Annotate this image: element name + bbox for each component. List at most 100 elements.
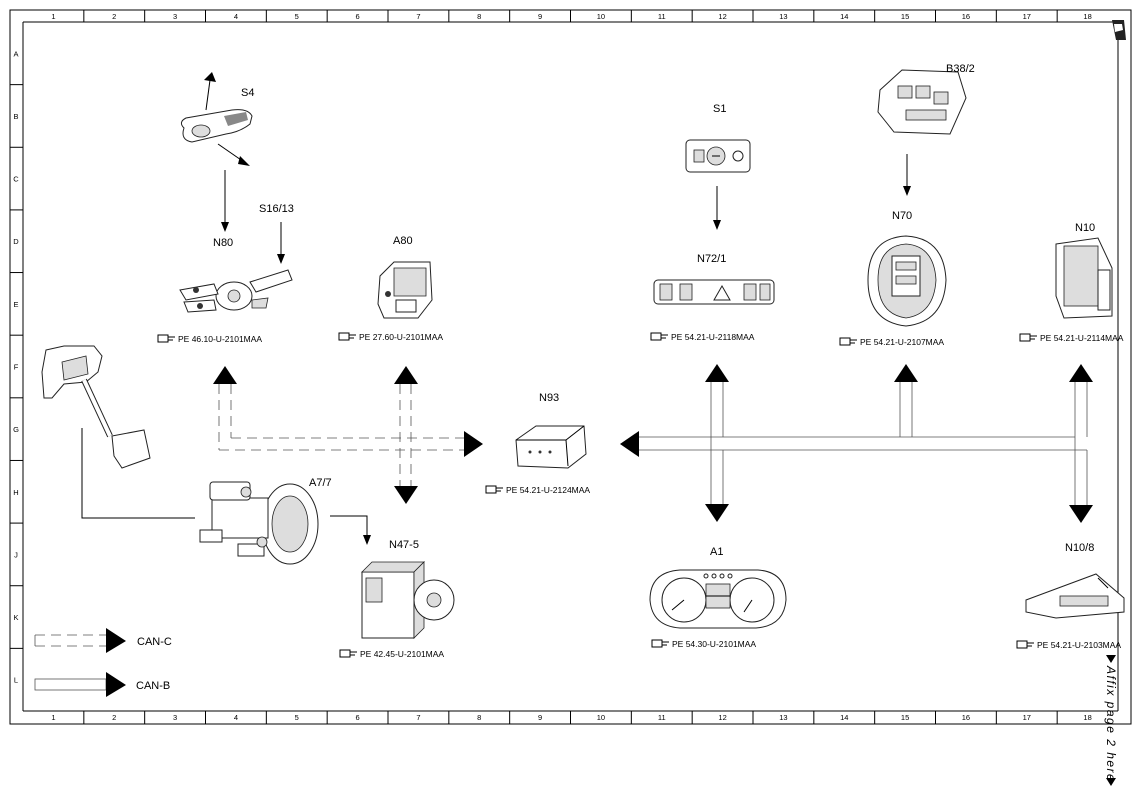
s4-combination-switch-stalk — [180, 72, 253, 166]
column-number: 15 — [901, 713, 909, 722]
drawing-frame — [9, 9, 1132, 725]
legend-can-c-label: CAN-C — [137, 636, 172, 648]
affix-note-text: Affix page 2 here — [1104, 665, 1118, 782]
b38-2-rain-light-sensor — [877, 69, 967, 135]
column-number: 4 — [234, 713, 238, 722]
column-number: 13 — [779, 12, 787, 21]
row-letter: A — [13, 49, 18, 58]
legend-can-c: CAN-C — [34, 628, 172, 653]
column-number: 17 — [1023, 12, 1031, 21]
pointing-hand-icon — [651, 639, 669, 648]
column-number: 15 — [901, 12, 909, 21]
column-number: 10 — [597, 713, 605, 722]
n70-label: N70 — [892, 210, 912, 222]
column-number: 18 — [1083, 12, 1091, 21]
n10-8-label: N10/8 — [1065, 542, 1094, 554]
n70-overhead-module — [867, 235, 947, 327]
column-number: 1 — [51, 12, 55, 21]
pointing-hand-icon — [339, 649, 357, 658]
column-number: 17 — [1023, 713, 1031, 722]
b38-2-label: B38/2 — [946, 63, 975, 75]
row-letter: B — [13, 112, 18, 121]
n93-label: N93 — [539, 392, 559, 404]
column-number: 13 — [779, 713, 787, 722]
column-number: 18 — [1083, 713, 1091, 722]
affix-note: Affix page 2 here — [1104, 655, 1118, 786]
can-b-bus — [620, 364, 1093, 523]
row-letter: K — [13, 613, 18, 622]
column-ticks: 1122334455667788991010111112121313141415… — [51, 10, 1092, 724]
row-letter: H — [13, 488, 18, 497]
pointing-hand-icon — [839, 337, 857, 346]
ref-n93[interactable]: PE 54.21-U-2124MAA — [485, 485, 590, 495]
n80-label: N80 — [213, 237, 233, 249]
ref-n47-5[interactable]: PE 42.45-U-2101MAA — [339, 649, 444, 659]
column-number: 16 — [962, 713, 970, 722]
column-number: 11 — [658, 713, 666, 722]
column-number: 8 — [477, 12, 481, 21]
signal-arrows — [81, 154, 911, 545]
row-letter: D — [13, 237, 19, 246]
n47-5-ref-text: PE 42.45-U-2101MAA — [360, 649, 444, 659]
row-letter: F — [14, 363, 19, 372]
column-number: 9 — [538, 12, 542, 21]
ref-n10-8[interactable]: PE 54.21-U-2103MAA — [1016, 640, 1121, 650]
column-number: 14 — [840, 12, 848, 21]
legend-can-b-label: CAN-B — [136, 680, 170, 692]
row-letter: J — [14, 550, 18, 559]
column-number: 4 — [234, 12, 238, 21]
legend-can-b: CAN-B — [34, 672, 170, 697]
column-number: 6 — [355, 12, 359, 21]
row-letter: C — [13, 175, 19, 184]
pointing-hand-icon — [485, 485, 503, 494]
legend: CAN-C CAN-B — [34, 628, 172, 697]
corner-marker-icon — [1112, 20, 1126, 40]
ref-a1[interactable]: PE 54.30-U-2101MAA — [651, 639, 756, 649]
n80-steering-column-module — [179, 269, 293, 313]
ref-a80[interactable]: PE 27.60-U-2101MAA — [338, 332, 443, 342]
column-number: 10 — [597, 12, 605, 21]
ref-n72-1[interactable]: PE 54.21-U-2118MAA — [650, 332, 755, 342]
column-number: 1 — [51, 713, 55, 722]
column-number: 14 — [840, 713, 848, 722]
a7-7-brake-booster — [199, 481, 319, 565]
column-number: 11 — [658, 12, 666, 21]
a1-instrument-cluster — [649, 569, 787, 629]
column-number: 6 — [355, 713, 359, 722]
s1-light-switch — [685, 139, 751, 173]
row-letter: L — [14, 676, 18, 685]
ref-n10[interactable]: PE 54.21-U-2114MAA — [1019, 333, 1124, 343]
column-number: 2 — [112, 713, 116, 722]
n10-signal-acquisition-module — [1055, 237, 1113, 319]
pedal-assembly — [41, 345, 151, 469]
a7-7-label: A7/7 — [309, 477, 332, 489]
n10-label: N10 — [1075, 222, 1095, 234]
ref-n70[interactable]: PE 54.21-U-2107MAA — [839, 337, 944, 347]
n72-1-overhead-control-panel — [653, 279, 775, 305]
row-letter: G — [13, 425, 19, 434]
column-number: 5 — [295, 12, 299, 21]
column-number: 3 — [173, 12, 177, 21]
a1-label: A1 — [710, 546, 723, 558]
pointing-hand-icon — [1016, 640, 1034, 649]
s1-label: S1 — [713, 103, 726, 115]
can-c-bus — [213, 366, 483, 504]
pointing-hand-icon — [157, 334, 175, 343]
n72-1-label: N72/1 — [697, 253, 726, 265]
s4-label: S4 — [241, 87, 254, 99]
row-letter: E — [13, 300, 18, 309]
n70-ref-text: PE 54.21-U-2107MAA — [860, 337, 944, 347]
pointing-hand-icon — [1019, 333, 1037, 342]
n93-central-gateway — [515, 425, 587, 469]
column-number: 5 — [295, 713, 299, 722]
ref-n80[interactable]: PE 46.10-U-2101MAA — [157, 334, 262, 344]
a80-label: A80 — [393, 235, 413, 247]
n47-5-esp-control-unit — [361, 561, 455, 639]
n10-8-ref-text: PE 54.21-U-2103MAA — [1037, 640, 1121, 650]
column-number: 12 — [718, 12, 726, 21]
column-number: 3 — [173, 713, 177, 722]
column-number: 7 — [416, 713, 420, 722]
column-number: 2 — [112, 12, 116, 21]
n93-ref-text: PE 54.21-U-2124MAA — [506, 485, 590, 495]
